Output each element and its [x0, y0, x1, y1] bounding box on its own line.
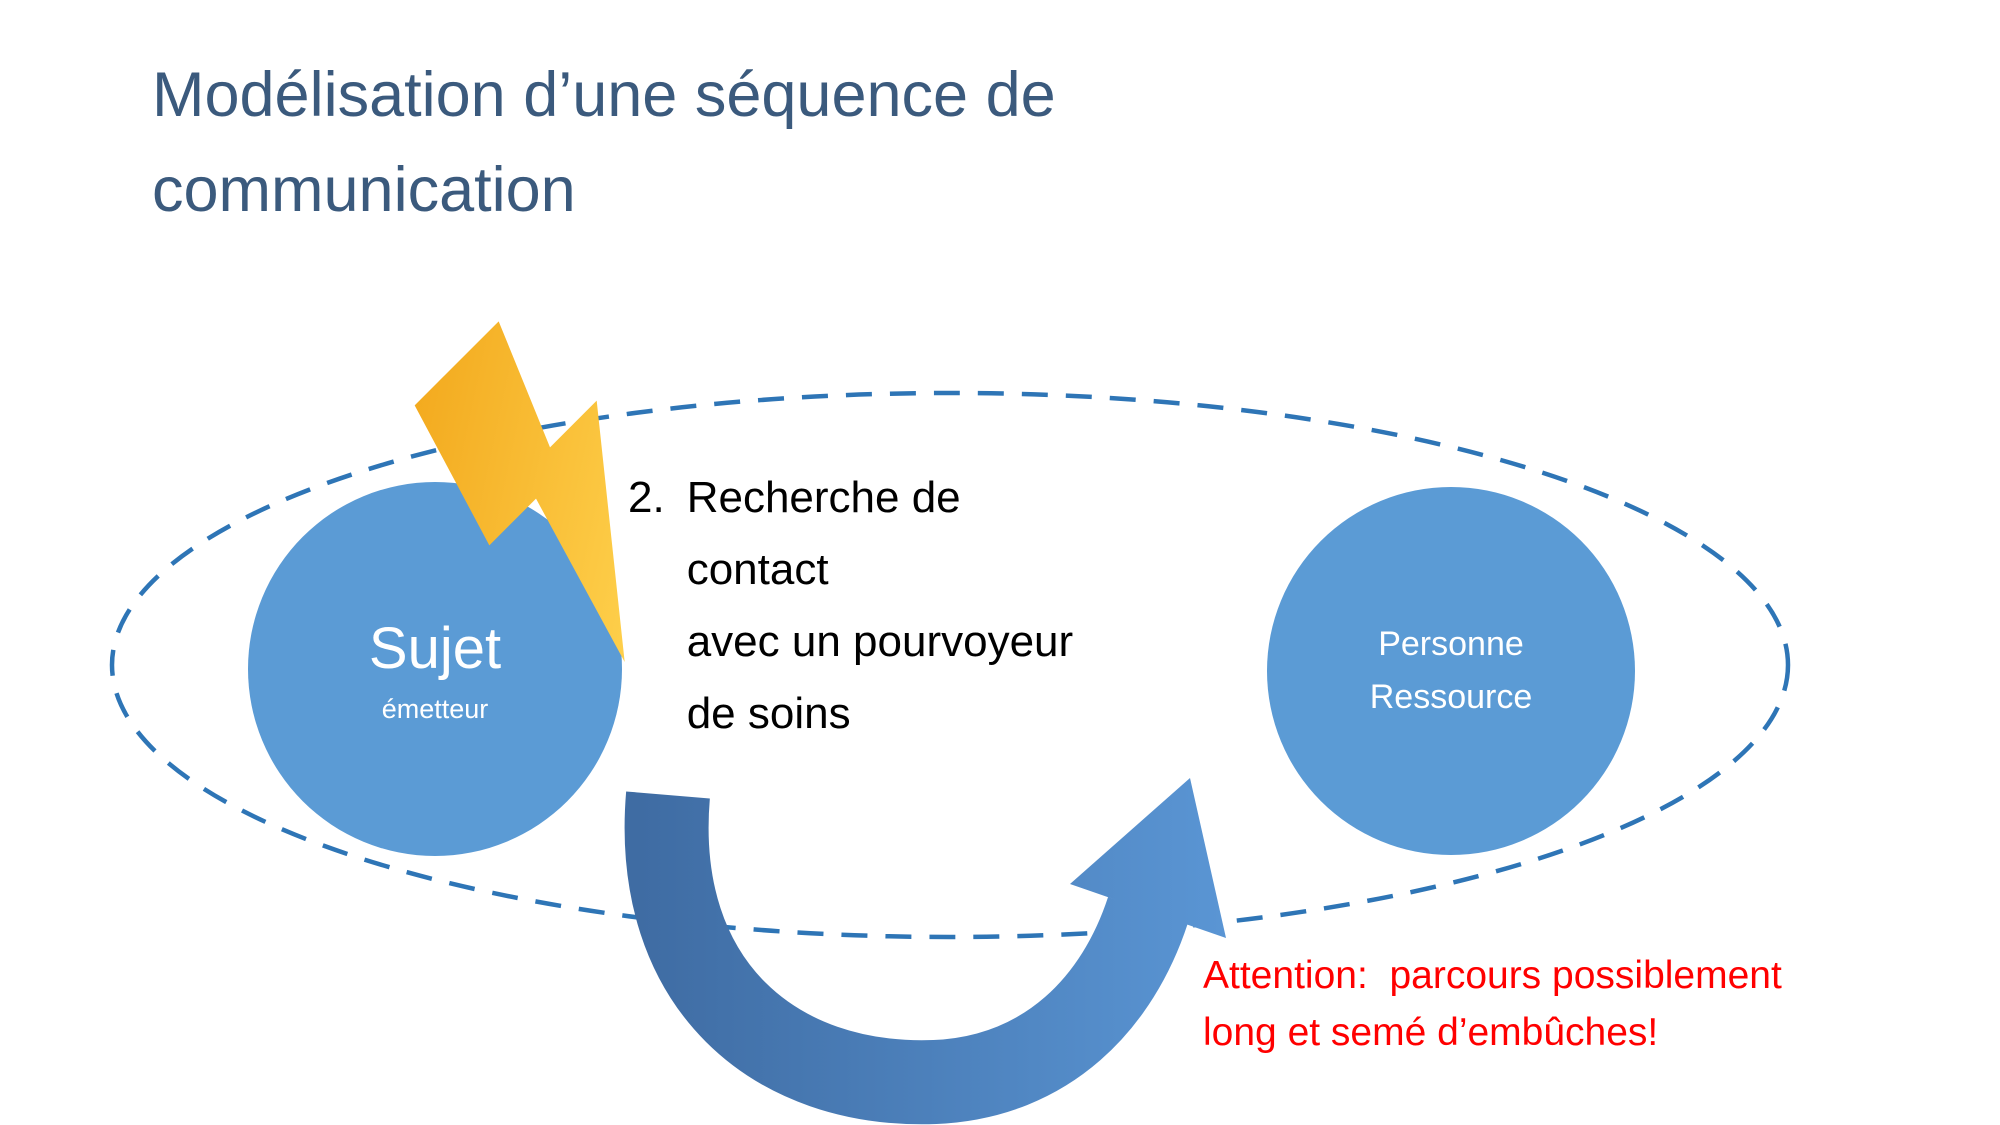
step-line: Recherche de: [686, 473, 961, 522]
dashed-ellipse: [109, 390, 1791, 940]
warning-line: long et semé d’embûches!: [1203, 1010, 1659, 1054]
step-line: de soins: [686, 689, 851, 738]
curved-arrow-icon: [624, 778, 1226, 1125]
subject-node-label: Sujet émetteur: [248, 483, 622, 857]
resource-label-line2: Ressource: [1369, 678, 1533, 716]
step-line: contact: [686, 545, 829, 594]
subject-label: Sujet: [368, 616, 502, 681]
subject-circle: [248, 482, 622, 856]
curved-arrow-head: [1070, 778, 1226, 938]
resource-circle: [1267, 487, 1635, 855]
step-text: 2. Recherche de contact avec un pourvoye…: [628, 462, 1073, 750]
page-title: Modélisation d’une séquence de communica…: [152, 60, 1056, 225]
warning-line: Attention: parcours possiblement: [1203, 954, 1782, 997]
warning-text: Attention: parcours possiblement long et…: [1203, 948, 1782, 1061]
resource-node-label: Personne Ressource: [1264, 486, 1638, 856]
curved-arrow-body: [624, 791, 1188, 1125]
lightning-icon: [414, 321, 625, 663]
step-number: 2.: [628, 473, 665, 522]
step-lines: Recherche de contact avec un pourvoyeur …: [687, 462, 1073, 750]
subject-sublabel: émetteur: [381, 694, 489, 724]
step-line: avec un pourvoyeur: [686, 617, 1074, 666]
resource-label-line1: Personne: [1378, 625, 1524, 664]
